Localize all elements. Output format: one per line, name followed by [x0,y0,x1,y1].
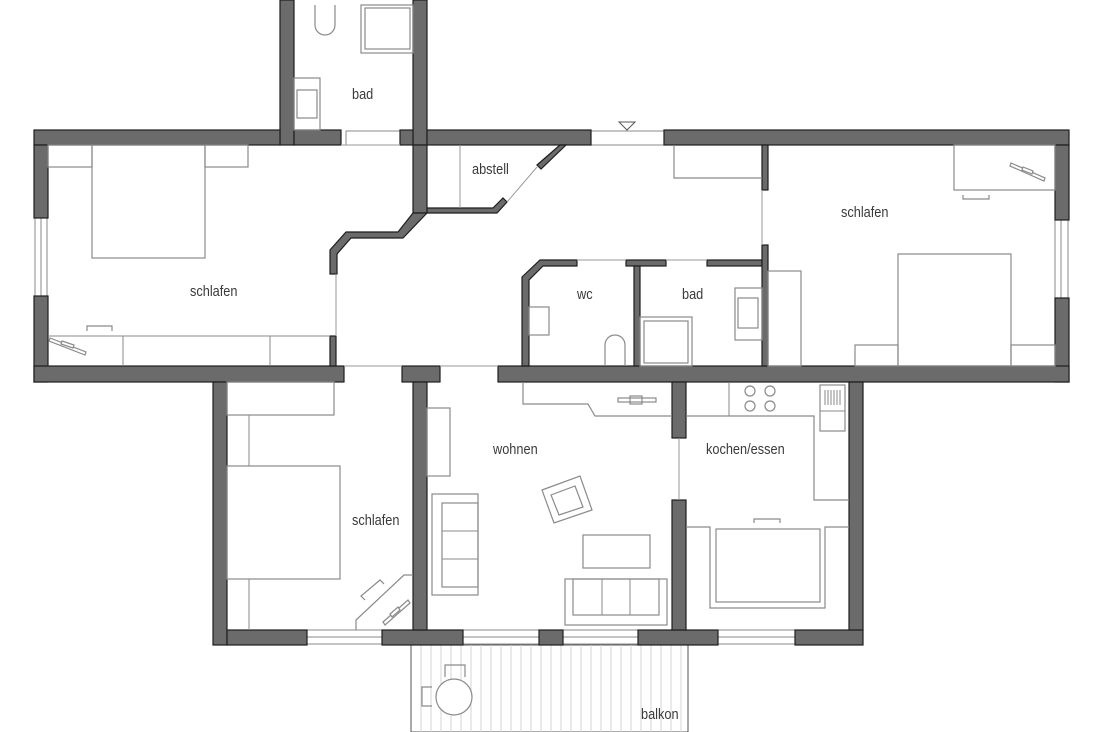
room-label-wc: wc [577,286,593,303]
windows [34,130,1069,645]
balcony-deck [410,644,689,732]
door-openings [335,144,763,500]
bathroom-top-fixtures [293,4,414,131]
room-label-schlafen-bottom: schlafen [352,512,400,529]
kitchen-furniture [686,382,849,609]
room-label-abstell: abstell [472,161,509,178]
room-label-schlafen-right: schlafen [841,204,889,221]
living-room-furniture [426,382,672,626]
bedroom-bottom-furniture [226,381,413,630]
bedroom-left-furniture [47,144,330,366]
room-label-wohnen: wohnen [493,441,538,458]
bad-mid-fixtures [639,287,763,367]
room-label-balkon: balkon [641,706,679,723]
walls [33,0,1070,646]
wc-fixtures [528,306,626,366]
room-label-kochen-essen: kochen/essen [706,441,785,458]
entrance-marker-icon [617,121,637,131]
hall-wardrobe [673,145,762,179]
room-label-bad-top: bad [352,86,374,103]
room-label-bad-mid: bad [682,286,704,303]
room-label-schlafen-left: schlafen [190,283,238,300]
bedroom-right-furniture [767,144,1056,367]
